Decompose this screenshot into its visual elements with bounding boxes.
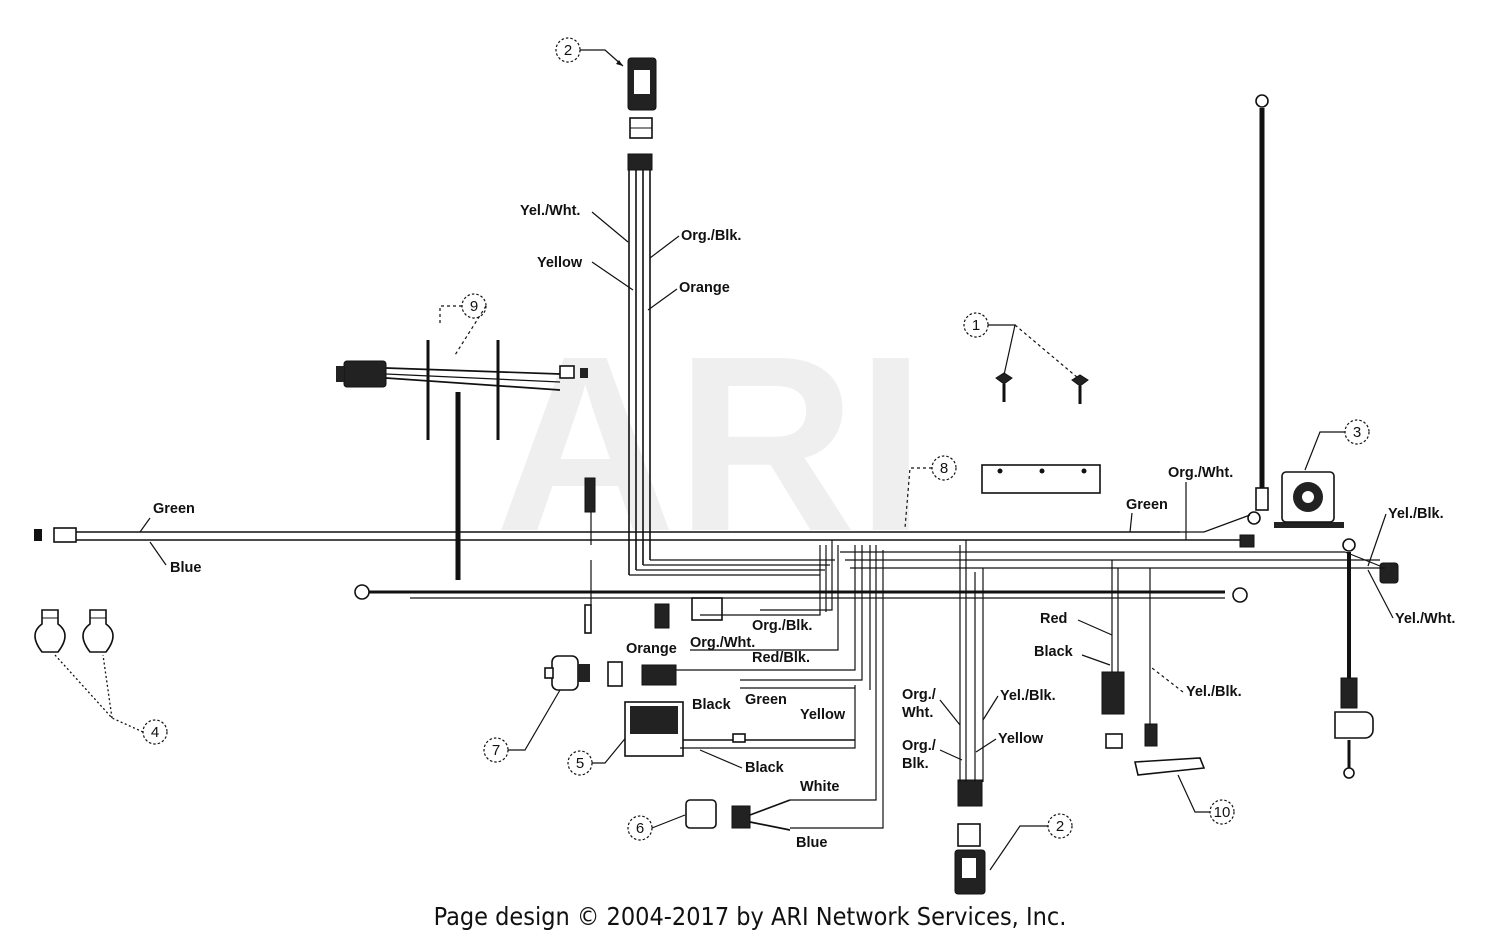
screws-1 xyxy=(995,372,1089,404)
right-small-parts xyxy=(1101,671,1206,776)
label-yel-blk-lower: Yel./Blk. xyxy=(1186,684,1242,700)
svg-text:4: 4 xyxy=(151,724,159,741)
callout-1: 1 xyxy=(963,312,1079,379)
label-org-blk-top: Org./Blk. xyxy=(681,228,741,244)
label-yel-wht-top: Yel./Wht. xyxy=(520,203,580,219)
svg-text:2: 2 xyxy=(1056,818,1064,835)
label-org-wht-lower-2: Wht. xyxy=(902,705,933,721)
svg-text:10: 10 xyxy=(1214,804,1231,821)
callout-7: 7 xyxy=(483,689,561,763)
label-org-blk-mid: Org./Blk. xyxy=(752,618,812,634)
callout-2-top: 2 xyxy=(555,37,624,67)
callout-10: 10 xyxy=(1177,774,1235,825)
callout-9: 9 xyxy=(439,293,487,356)
bracket-plate xyxy=(981,464,1101,494)
callout-5: 5 xyxy=(567,734,629,776)
label-yel-blk-right: Yel./Blk. xyxy=(1388,506,1444,522)
label-yel-wht-right: Yel./Wht. xyxy=(1395,611,1455,627)
watermark: ARI xyxy=(495,304,926,583)
label-red-blk-mid: Red/Blk. xyxy=(752,650,810,666)
switch-6 xyxy=(685,799,791,831)
switch-7 xyxy=(544,655,623,691)
label-blue-left: Blue xyxy=(170,560,201,576)
svg-text:8: 8 xyxy=(940,460,948,477)
label-black-mid: Black xyxy=(692,697,732,713)
svg-text:9: 9 xyxy=(470,298,478,315)
label-green-mid: Green xyxy=(745,692,787,708)
label-white-low: White xyxy=(800,779,839,795)
copyright-footer: Page design © 2004-2017 by ARI Network S… xyxy=(434,902,1067,931)
label-green-left: Green xyxy=(153,501,195,517)
module-5 xyxy=(624,701,855,757)
label-green-right: Green xyxy=(1126,497,1168,513)
solenoid-3 xyxy=(1274,471,1344,528)
callout-8: 8 xyxy=(904,455,957,529)
label-yellow-center: Yellow xyxy=(998,731,1044,747)
callout-2-bottom: 2 xyxy=(989,813,1073,871)
label-orange-mid: Orange xyxy=(626,641,677,657)
right-connector xyxy=(1334,538,1399,779)
svg-text:6: 6 xyxy=(636,820,644,837)
svg-text:7: 7 xyxy=(492,742,500,759)
label-red-right: Red xyxy=(1040,611,1067,627)
label-yellow-mid: Yellow xyxy=(800,707,846,723)
callout-6: 6 xyxy=(627,814,686,841)
label-org-wht-lower-1: Org./ xyxy=(902,687,936,703)
label-blue-low: Blue xyxy=(796,835,827,851)
battery-cable xyxy=(1247,94,1269,525)
svg-text:5: 5 xyxy=(576,755,584,772)
harness-9 xyxy=(336,340,588,580)
top-switch xyxy=(627,57,657,171)
label-org-blk-lower-2: Blk. xyxy=(902,756,929,772)
bottom-switch xyxy=(954,779,986,895)
svg-text:3: 3 xyxy=(1353,424,1361,441)
label-yel-blk-center: Yel./Blk. xyxy=(1000,688,1056,704)
label-org-wht-right: Org./Wht. xyxy=(1168,465,1233,481)
callout-4: 4 xyxy=(54,654,168,745)
callout-3: 3 xyxy=(1304,419,1370,471)
label-black-right: Black xyxy=(1034,644,1074,660)
svg-text:1: 1 xyxy=(972,317,980,334)
label-org-blk-lower-1: Org./ xyxy=(902,738,936,754)
harness-wires xyxy=(34,170,1385,829)
wire-labels: Yel./Wht. Org./Blk. Yellow Orange Green … xyxy=(139,203,1455,851)
label-org-wht-mid: Org./Wht. xyxy=(690,635,755,651)
label-black-low: Black xyxy=(745,760,785,776)
bulbs-4 xyxy=(34,609,114,653)
label-orange-top: Orange xyxy=(679,280,730,296)
label-yellow-top: Yellow xyxy=(537,255,583,271)
svg-text:2: 2 xyxy=(564,42,572,59)
